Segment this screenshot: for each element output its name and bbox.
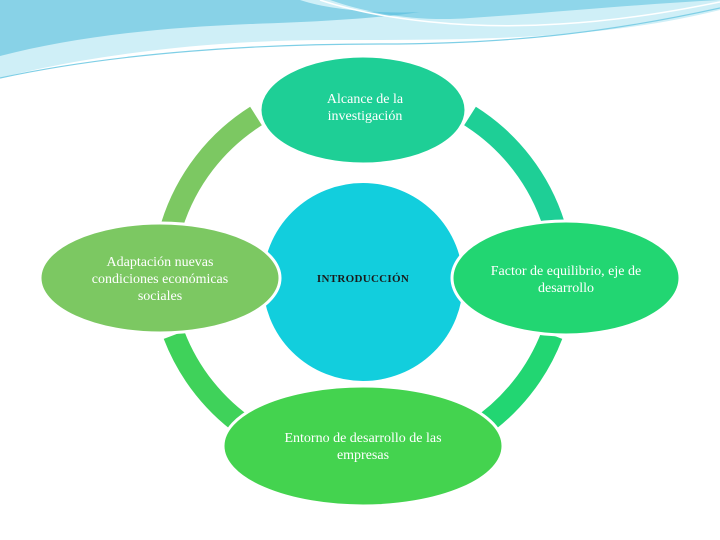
arc-top-left xyxy=(161,106,263,229)
node-top-label: Alcance de la investigación xyxy=(305,88,425,128)
node-right-label: Factor de equilibrio, eje de desarrollo xyxy=(478,260,654,300)
header-wave-line xyxy=(0,7,720,79)
arc-bottom-right xyxy=(469,330,563,440)
header-wave-line-2 xyxy=(319,0,720,27)
arc-top-right xyxy=(463,106,565,229)
node-left-text: Adaptación nuevas condiciones económicas… xyxy=(91,254,229,304)
node-left xyxy=(38,221,282,335)
node-top xyxy=(258,54,468,166)
node-bottom-label: Entorno de desarrollo de las empresas xyxy=(273,427,453,467)
node-right xyxy=(450,219,682,337)
node-top-text: Alcance de la investigación xyxy=(326,92,404,124)
center-node-label: INTRODUCCIÓN xyxy=(300,268,426,290)
node-bottom-text: Entorno de desarrollo de las empresas xyxy=(284,431,442,463)
node-right-text: Factor de equilibrio, eje de desarrollo xyxy=(490,264,642,296)
center-node-text: INTRODUCCIÓN xyxy=(316,272,410,285)
header-wave-dark xyxy=(0,0,420,56)
header-wave-mid xyxy=(0,0,720,20)
arc-bottom-left xyxy=(163,330,257,440)
node-left-label: Adaptación nuevas condiciones económicas… xyxy=(80,252,240,306)
node-bottom xyxy=(221,384,505,508)
